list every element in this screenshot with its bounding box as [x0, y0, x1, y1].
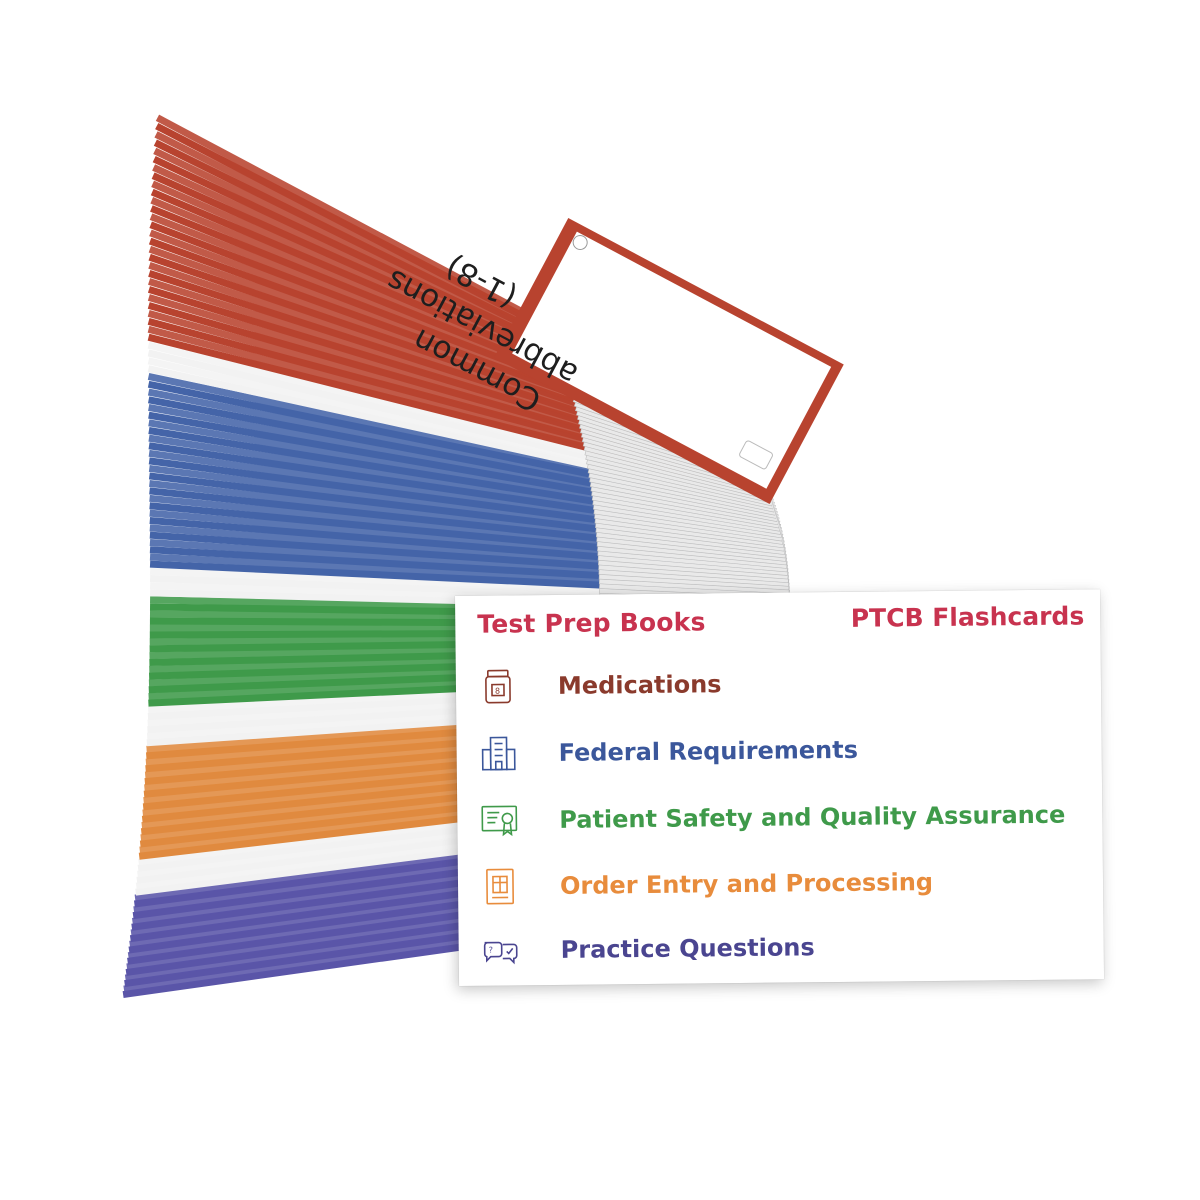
topic-label: Federal Requirements	[558, 735, 859, 767]
top-card-number-circle	[572, 234, 588, 250]
medicine-bottle-icon: 8	[478, 666, 518, 706]
topic-medications: 8 Medications	[478, 663, 722, 708]
top-card-face	[512, 231, 832, 489]
topic-practice-questions: ? Practice Questions	[480, 926, 815, 971]
building-icon	[478, 733, 518, 773]
topic-label: Order Entry and Processing	[559, 868, 934, 900]
svg-text:8: 8	[495, 687, 500, 696]
topic-label: Medications	[557, 670, 722, 700]
front-flashcard: Test Prep Books PTCB Flashcards 8 Medica…	[455, 589, 1105, 986]
certificate-icon	[479, 800, 519, 840]
topic-patient-safety: Patient Safety and Quality Assurance	[479, 794, 1065, 842]
brand-name: Test Prep Books	[477, 607, 706, 639]
svg-text:?: ?	[489, 946, 493, 955]
speech-bubbles-icon: ?	[481, 930, 521, 970]
topic-federal-requirements: Federal Requirements	[478, 729, 858, 775]
prescription-form-icon	[480, 866, 520, 906]
top-flashcard	[494, 218, 844, 505]
topic-label: Patient Safety and Quality Assurance	[559, 800, 1066, 834]
topic-label: Practice Questions	[560, 933, 815, 964]
product-name: PTCB Flashcards	[850, 601, 1085, 633]
top-card-corner-tab	[739, 440, 773, 470]
topic-order-entry: Order Entry and Processing	[480, 861, 933, 908]
